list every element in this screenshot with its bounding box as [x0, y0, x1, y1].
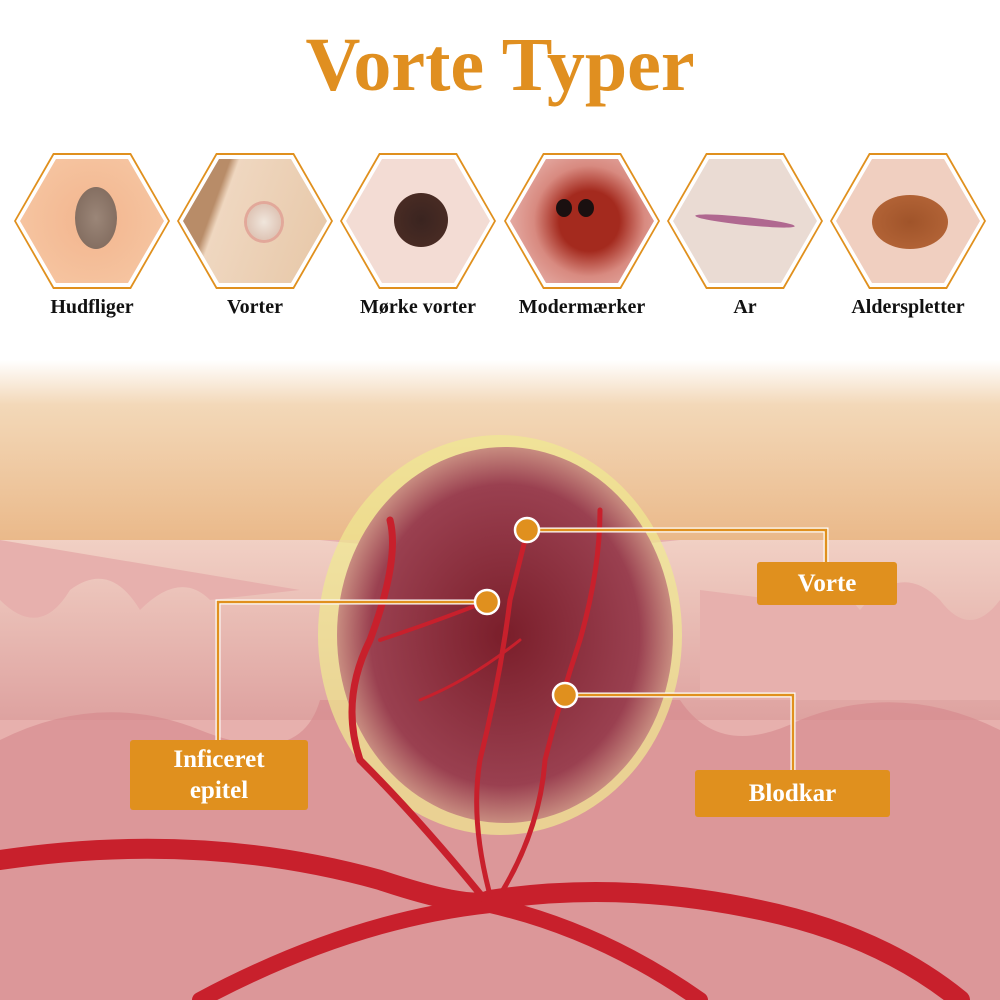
- type-label: Mørke vorter: [359, 296, 477, 318]
- callout-dot-epithelium: [473, 588, 501, 616]
- hex-image-skin-tag: [14, 153, 170, 289]
- type-label: Alderspletter: [851, 296, 965, 318]
- callout-label-wart: Vorte: [757, 562, 897, 605]
- callout-label-epithelium: Inficeret epitel: [130, 740, 308, 810]
- callout-label-vessels: Blodkar: [695, 770, 890, 817]
- type-label: Vorter: [227, 296, 283, 318]
- type-label: Modermærker: [518, 296, 646, 318]
- type-label: Hudfliger: [50, 296, 134, 318]
- type-label: Ar: [733, 296, 757, 318]
- hex-image-scar: [667, 153, 823, 289]
- hex-image-wart: [177, 153, 333, 289]
- hex-image-age-spot: [830, 153, 986, 289]
- callout-dot-vessels: [551, 681, 579, 709]
- page-title: Vorte Typer: [305, 23, 695, 107]
- hex-image-mole: [504, 153, 660, 289]
- hex-image-dark-wart: [340, 153, 496, 289]
- wart-skin-illustration: [0, 360, 1000, 1000]
- callout-dot-wart: [513, 516, 541, 544]
